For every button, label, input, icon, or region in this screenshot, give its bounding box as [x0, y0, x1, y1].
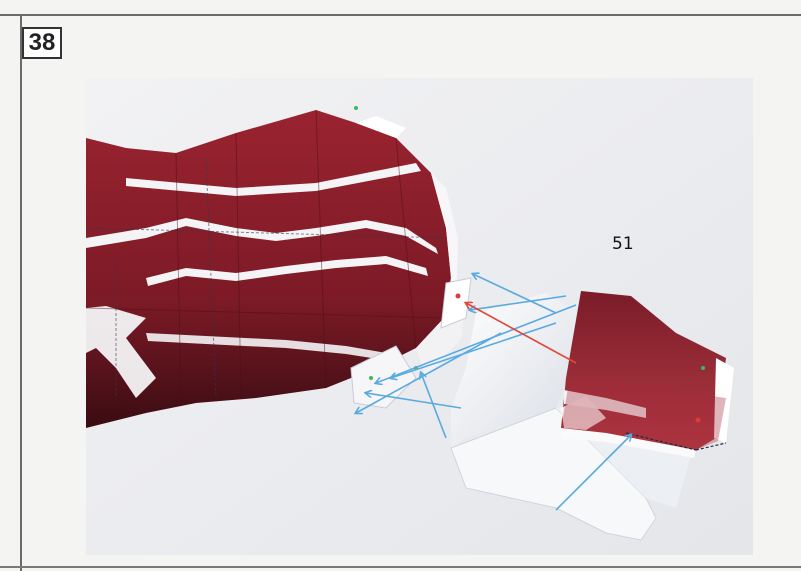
page-left-rule — [20, 14, 22, 571]
part-number-label: 51 — [612, 234, 634, 254]
page-top-rule — [0, 14, 801, 16]
page-bottom-rule — [0, 566, 801, 568]
step-number-box: 38 — [22, 27, 62, 59]
assembly-photo — [86, 78, 753, 555]
step-number: 38 — [29, 29, 56, 57]
